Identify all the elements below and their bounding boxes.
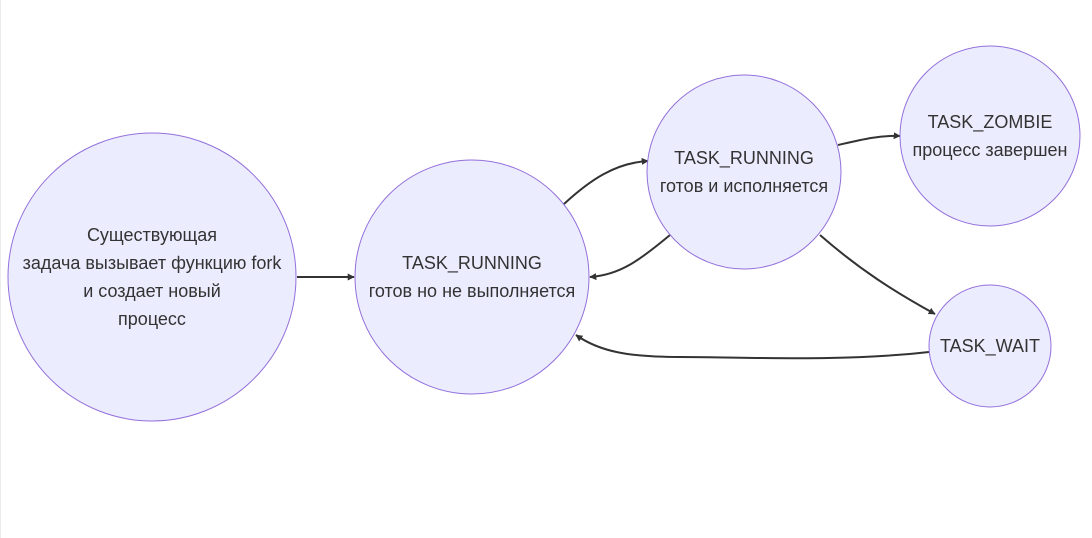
node-ready: TASK_RUNNING готов но не выполняется: [354, 159, 590, 395]
edge-running-to-ready: [589, 234, 671, 281]
edge-wait-to-ready: [575, 334, 930, 360]
node-zombie-line-1: TASK_ZOMBIE: [928, 112, 1053, 133]
edge-running-to-zombie: [837, 132, 901, 146]
node-fork-line-2: задача вызывает функцию fork: [23, 253, 283, 273]
node-fork-line-1: Существующая: [87, 225, 217, 245]
edge-ready-to-running: [563, 157, 649, 205]
page-left-border: [0, 0, 1, 538]
node-zombie: TASK_ZOMBIE процесс завершен: [899, 45, 1081, 227]
node-running-line-1: TASK_RUNNING: [674, 148, 814, 169]
node-running-line-2: готов и исполняется: [660, 176, 828, 196]
edge-running-to-wait: [819, 234, 936, 315]
node-fork: Существующая задача вызывает функцию for…: [7, 132, 297, 422]
node-fork-line-3: и создает новый: [83, 281, 221, 301]
node-ready-line-1: TASK_RUNNING: [402, 253, 542, 274]
node-ready-line-2: готов но не выполняется: [369, 281, 576, 301]
node-zombie-line-2: процесс завершен: [913, 140, 1068, 160]
node-wait-line-1: TASK_WAIT: [940, 336, 1040, 357]
node-fork-line-4: процесс: [118, 309, 186, 329]
node-wait: TASK_WAIT: [928, 284, 1052, 408]
node-running: TASK_RUNNING готов и исполняется: [646, 74, 842, 270]
